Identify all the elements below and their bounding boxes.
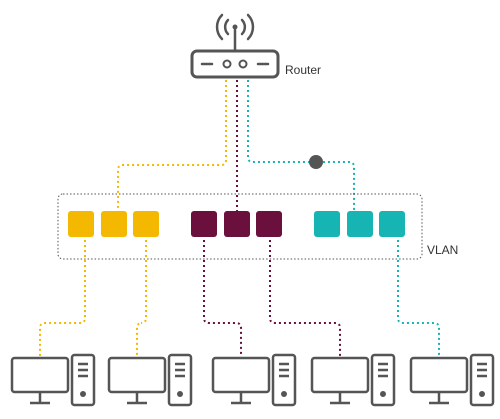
router-icon — [190, 13, 280, 79]
computer-icon-4 — [310, 353, 396, 407]
router-label: Router — [285, 63, 322, 77]
computer-icon-5 — [409, 353, 495, 407]
port-purple-2 — [224, 211, 250, 237]
vlan-label: VLAN — [427, 243, 459, 257]
computer-icon-1 — [10, 353, 96, 407]
computer-icon-2 — [107, 353, 193, 407]
link-purple-pc4 — [269, 240, 341, 356]
link-yellow-pc1 — [39, 240, 86, 356]
link-yellow-pc2 — [136, 240, 147, 356]
port-yellow-3 — [133, 211, 159, 237]
port-group-teal — [314, 211, 405, 237]
port-yellow-1 — [68, 211, 94, 237]
port-teal-2 — [347, 211, 373, 237]
port-teal-3 — [379, 211, 405, 237]
junction-node — [309, 155, 323, 169]
port-group-yellow — [68, 211, 159, 237]
port-teal-1 — [314, 211, 340, 237]
vlan-boundary — [57, 193, 423, 260]
port-purple-3 — [256, 211, 282, 237]
port-yellow-2 — [101, 211, 127, 237]
link-purple-pc3 — [203, 240, 242, 356]
link-teal-pc5 — [397, 240, 440, 356]
port-group-purple — [191, 211, 282, 237]
computer-icon-3 — [211, 353, 297, 407]
uplink-yellow — [117, 80, 227, 214]
port-purple-1 — [191, 211, 217, 237]
